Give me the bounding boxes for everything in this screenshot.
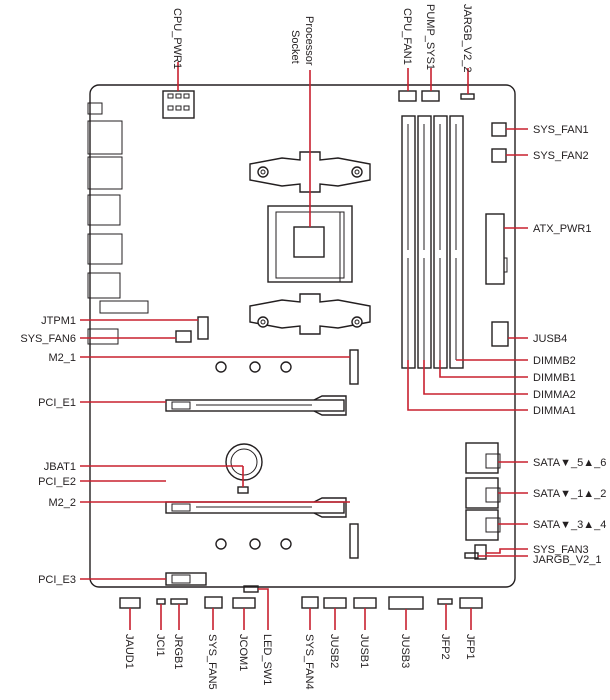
label-socket: Socket — [289, 30, 301, 64]
sys-fan5-header — [204, 596, 223, 609]
label-jusb3: JUSB3 — [399, 634, 411, 668]
label-pci-e2: PCI_E2 — [38, 476, 76, 488]
cpu-fan1-header — [398, 90, 417, 102]
sata-3-4-connector — [465, 509, 499, 541]
label-cpu-pwr1: CPU_PWR1 — [171, 8, 183, 69]
jusb1-header — [353, 597, 377, 609]
socket-retention-bottom — [249, 293, 371, 335]
sys-fan1-header — [491, 122, 507, 137]
pci-e2-slot — [165, 497, 347, 518]
label-jargb-v2-1: JARGB_V2_1 — [533, 554, 601, 566]
label-dimmb2: DIMMB2 — [533, 355, 576, 367]
label-jrgb1: JRGB1 — [172, 634, 184, 669]
atx-pwr1-latch — [503, 257, 508, 273]
jrgb1-header — [170, 598, 188, 605]
pci-e1-slot — [165, 395, 347, 416]
jargb-v2-2-header — [460, 93, 475, 100]
m2-2-slot — [349, 523, 359, 559]
label-jaud1: JAUD1 — [123, 634, 135, 669]
label-cpu-fan1: CPU_FAN1 — [401, 8, 413, 65]
label-sata-5-6: SATA▼_5▲_6 — [533, 457, 606, 469]
label-dimma1: DIMMA1 — [533, 405, 576, 417]
label-jcom1: JCOM1 — [237, 634, 249, 671]
label-m2-1: M2_1 — [48, 352, 76, 364]
jusb3-connector — [388, 596, 424, 610]
label-pci-e1: PCI_E1 — [38, 397, 76, 409]
label-jusb2: JUSB2 — [328, 634, 340, 668]
jfp1-header — [459, 597, 483, 609]
jusb4-connector — [491, 321, 509, 347]
jargb-v2-1-header — [464, 552, 479, 559]
jusb2-header — [323, 597, 347, 609]
label-sys-fan3: SYS_FAN3 — [533, 544, 589, 556]
label-pump-sys1: PUMP_SYS1 — [424, 4, 436, 70]
label-dimmb1: DIMMB1 — [533, 372, 576, 384]
label-sys-fan5: SYS_FAN5 — [206, 634, 218, 690]
sys-fan2-header — [491, 148, 507, 163]
jcom1-header — [232, 597, 256, 609]
sata-5-6-connector — [465, 442, 499, 474]
label-sys-fan2: SYS_FAN2 — [533, 150, 589, 162]
dimm-slots — [401, 115, 464, 369]
sys-fan6-header — [175, 330, 192, 343]
label-sata-1-2: SATA▼_1▲_2 — [533, 488, 606, 500]
cmos-battery — [225, 443, 263, 481]
board-outline — [89, 84, 516, 588]
label-sys-fan1: SYS_FAN1 — [533, 124, 589, 136]
label-m2-2: M2_2 — [48, 497, 76, 509]
jci1-header — [156, 598, 166, 605]
jfp2-header — [437, 598, 453, 605]
cpu-pwr1-pins — [167, 93, 190, 111]
sys-fan3-header — [474, 544, 487, 560]
atx-pwr1-connector — [485, 213, 505, 285]
label-processor: Processor — [303, 16, 315, 66]
jtpm1-header — [197, 316, 209, 340]
rear-io-panel — [87, 102, 149, 345]
jaud1-header — [119, 597, 141, 609]
leader-lines — [80, 62, 528, 630]
m2-1-standoffs — [215, 361, 292, 373]
label-jargb-v2-2: JARGB_V2_2 — [461, 4, 473, 72]
label-sys-fan4: SYS_FAN4 — [303, 634, 315, 690]
label-sys-fan6: SYS_FAN6 — [20, 333, 76, 345]
label-atx-pwr1: ATX_PWR1 — [533, 223, 591, 235]
label-sata-3-4: SATA▼_3▲_4 — [533, 519, 606, 531]
label-dimma2: DIMMA2 — [533, 389, 576, 401]
sys-fan4-header — [301, 596, 319, 609]
label-jusb4: JUSB4 — [533, 333, 567, 345]
pump-sys1-header — [421, 90, 440, 102]
label-jci1: JCI1 — [154, 634, 166, 657]
m2-1-slot — [349, 349, 359, 385]
label-jtpm1: JTPM1 — [41, 315, 76, 327]
sata-1-2-connector — [465, 477, 499, 509]
label-led-sw1: LED_SW1 — [261, 634, 273, 685]
jbat1-jumper — [237, 486, 249, 494]
label-pci-e3: PCI_E3 — [38, 574, 76, 586]
socket-retention-top — [249, 151, 371, 193]
label-jfp2: JFP2 — [439, 634, 451, 660]
label-jfp1: JFP1 — [464, 634, 476, 660]
label-jbat1: JBAT1 — [44, 461, 76, 473]
m2-2-standoffs — [215, 538, 292, 550]
label-jusb1: JUSB1 — [358, 634, 370, 668]
